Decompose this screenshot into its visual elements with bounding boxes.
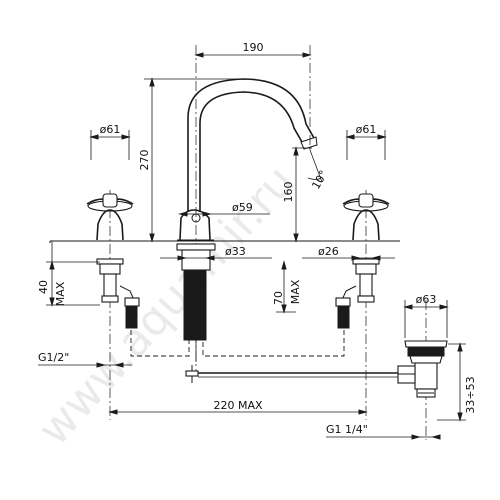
dim-spout-width: 190	[194, 41, 312, 58]
dim-deck-max-center: 70 MAX	[272, 260, 302, 314]
counter-surface	[49, 240, 400, 243]
dim-label-220: 220 MAX	[213, 399, 263, 412]
dim-shank-diameter-right: ø26	[302, 245, 395, 261]
right-handle	[342, 193, 390, 241]
dim-waste-thread: G1 1/4"	[326, 423, 441, 440]
right-valve-under-deck	[335, 258, 380, 329]
center-shank	[176, 243, 216, 362]
dim-thread-left: G1/2"	[38, 351, 132, 368]
watermark-text: www.aquamir.ru	[28, 156, 305, 455]
dim-deck-max-left: 40 MAX	[37, 241, 100, 307]
dim-label-10deg: 10°	[309, 168, 330, 191]
dim-label-26: ø26	[318, 245, 339, 258]
left-handle	[86, 193, 134, 241]
dim-waste-diameter: ø63	[403, 293, 449, 338]
dim-label-40-max: MAX	[54, 281, 67, 306]
dim-label-70-max: MAX	[289, 279, 302, 304]
dim-label-40: 40	[37, 280, 50, 294]
dim-label-63: ø63	[416, 293, 437, 306]
popup-rod	[185, 365, 400, 383]
dim-spout-angle: 10°	[307, 149, 330, 192]
dim-label-61-right: ø61	[356, 123, 377, 136]
dim-label-33: ø33	[225, 245, 246, 258]
dim-label-270: 270	[138, 150, 151, 171]
dim-label-61-left: ø61	[100, 123, 121, 136]
dim-handle-diameter-left: ø61	[89, 123, 131, 160]
dim-label-190: 190	[243, 41, 264, 54]
left-valve-under-deck	[96, 258, 140, 329]
centerlines	[109, 45, 427, 440]
dim-handle-diameter-right: ø61	[345, 123, 387, 160]
dim-spout-height: 160	[282, 146, 312, 243]
dim-label-160: 160	[282, 182, 295, 203]
dim-body-diameter: ø59	[178, 201, 270, 217]
dim-shank-diameter-center: ø33	[160, 245, 272, 261]
dim-label-59: ø59	[232, 201, 253, 214]
dim-label-70: 70	[272, 291, 285, 305]
spout	[177, 78, 318, 241]
dim-total-height: 270	[138, 77, 244, 243]
dim-label-g12: G1/2"	[38, 351, 69, 364]
waste-drain	[397, 340, 448, 398]
dim-label-33-53: 33÷53	[464, 376, 477, 413]
dim-span: 220 MAX	[108, 399, 368, 415]
connection-hoses	[130, 330, 345, 357]
dim-label-g114: G1 1/4"	[326, 423, 368, 436]
dim-waste-range: 33÷53	[437, 342, 477, 422]
